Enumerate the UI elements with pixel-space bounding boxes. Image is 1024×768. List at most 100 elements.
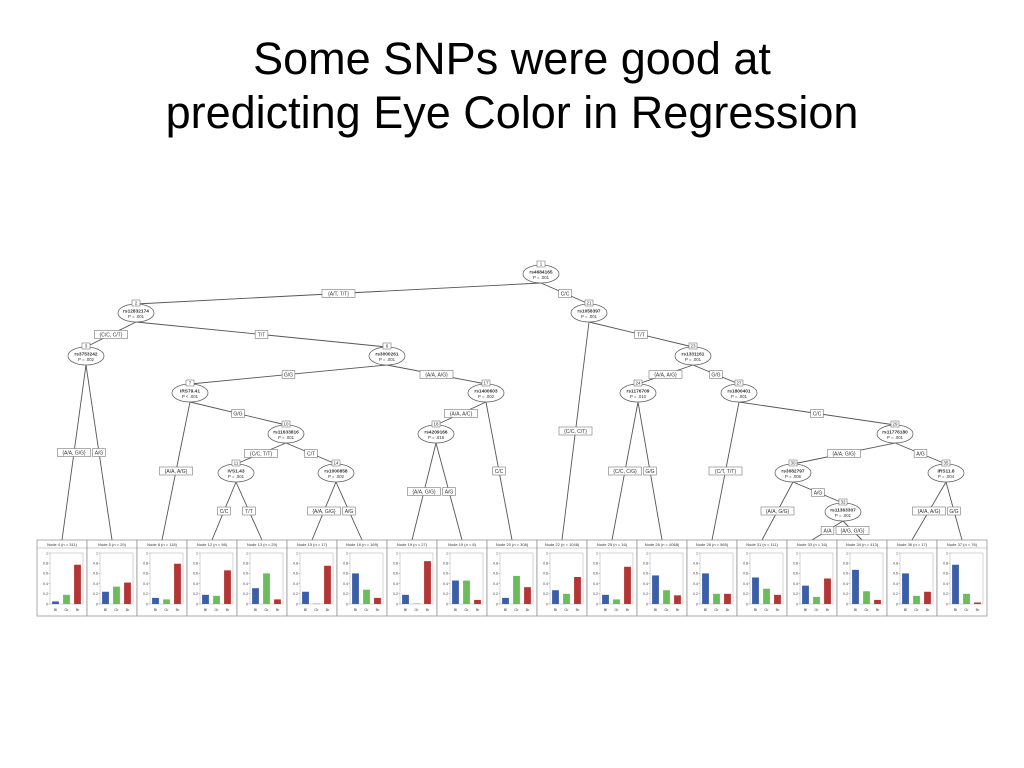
terminal-title: Node 5 (n = 29): [98, 542, 127, 547]
y-tick-label: 0.8: [643, 562, 648, 566]
node-variable-label: rs12832174: [123, 309, 149, 315]
bar-br: [174, 563, 181, 604]
node-variable-label: IVS1.43: [227, 469, 244, 475]
x-category-label: Bl: [604, 608, 608, 612]
edge-label: A/G: [345, 509, 354, 515]
y-tick-label: 0.4: [793, 582, 798, 586]
y-tick-label: 0.8: [143, 562, 148, 566]
terminal-title: Node 26 (n = 4068): [645, 542, 680, 547]
x-category-label: Gr: [814, 608, 819, 612]
y-tick-label: 0.6: [43, 572, 48, 576]
x-category-label: Br: [826, 608, 831, 612]
x-category-label: Gr: [864, 608, 869, 612]
y-tick-label: 1: [196, 551, 198, 555]
edge-label: C/T: [307, 452, 315, 458]
y-tick-label: 0.4: [743, 582, 748, 586]
x-category-label: Br: [876, 608, 881, 612]
y-tick-label: 0.2: [793, 592, 798, 596]
node-variable-label: rs4209166: [424, 430, 448, 436]
y-tick-label: 0.6: [143, 572, 148, 576]
y-tick-label: 0.2: [243, 592, 248, 596]
edge-label-box: [94, 330, 128, 339]
edge-label: {A/A, A/G}: [425, 373, 448, 379]
node-number-box: [536, 260, 546, 268]
edge-label-box: [307, 506, 341, 516]
y-tick-label: 0.8: [543, 562, 548, 566]
terminal-panel-frame: [736, 539, 788, 617]
y-tick-label: 1: [696, 551, 698, 555]
y-tick-label: 1: [946, 551, 948, 555]
y-tick-label: 0.4: [243, 582, 248, 586]
bar-gr: [763, 588, 770, 604]
y-tick-label: 0.8: [393, 562, 398, 566]
bar-bl: [202, 594, 209, 604]
x-category-label: Br: [226, 608, 231, 612]
edge-label-box: [648, 370, 683, 379]
y-tick-label: 0: [746, 602, 748, 606]
bar-bl: [252, 588, 259, 604]
x-category-label: Bl: [154, 608, 158, 612]
bar-br: [74, 564, 81, 604]
terminal-panel-frame: [336, 539, 388, 617]
bar-gr: [863, 591, 870, 604]
y-tick-label: 0.4: [443, 582, 448, 586]
node-variable-label: rs1000858: [324, 469, 348, 475]
bar-gr: [613, 599, 620, 604]
node-variable-label: rs1400603: [474, 389, 498, 395]
bar-br: [124, 582, 131, 604]
y-tick-label: 0: [696, 602, 698, 606]
node-number: 6: [386, 343, 389, 348]
y-tick-label: 1: [596, 551, 598, 555]
terminal-title: Node 15 (n = 17): [297, 542, 328, 547]
node-p-value: P = .001: [278, 435, 295, 440]
terminal-title: Node 31 (n = 111): [746, 542, 778, 547]
y-tick-label: 0.4: [143, 582, 148, 586]
edge-label-box: [634, 330, 648, 339]
x-category-label: Gr: [314, 608, 319, 612]
node-p-value: P = .002: [78, 357, 95, 362]
bar-br: [224, 570, 231, 604]
bar-bl: [702, 573, 709, 604]
node-number-box: [131, 299, 141, 307]
x-category-label: Bl: [654, 608, 658, 612]
y-tick-label: 0.6: [243, 572, 248, 576]
edge-label-box: [159, 466, 193, 476]
y-tick-label: 0.6: [943, 572, 948, 576]
edge-label: {A/A, G/G}: [766, 509, 790, 515]
x-category-label: Bl: [204, 608, 208, 612]
y-tick-label: 0.4: [643, 582, 648, 586]
node-number-box: [633, 379, 643, 387]
edge-label: {C/C, C/T}: [100, 333, 123, 339]
y-tick-label: 1: [446, 551, 448, 555]
bar-br: [374, 597, 381, 604]
bar-gr: [713, 593, 720, 604]
y-tick-label: 0: [96, 602, 98, 606]
bar-bl: [752, 577, 759, 604]
y-tick-label: 1: [246, 551, 248, 555]
bar-bl: [602, 594, 609, 604]
node-variable-label: IRS11.8: [937, 469, 954, 475]
terminal-panel-frame: [436, 539, 488, 617]
x-category-label: Gr: [914, 608, 919, 612]
terminal-title: Node 19 (n = 27): [397, 542, 428, 547]
node-variable-label: rs1800401: [727, 389, 751, 395]
bar-br: [874, 599, 881, 604]
x-category-label: Br: [176, 608, 181, 612]
x-category-label: Bl: [454, 608, 458, 612]
bar-gr: [163, 599, 170, 604]
terminal-title: Node 19 (n = 8): [448, 542, 477, 547]
x-category-label: Gr: [464, 608, 469, 612]
x-category-label: Bl: [854, 608, 858, 612]
edge-label-box: [708, 466, 743, 476]
edge-label-box: [444, 409, 478, 418]
y-tick-label: 0.4: [543, 582, 548, 586]
y-tick-label: 0.2: [743, 592, 748, 596]
node-number: 29: [892, 421, 898, 426]
node-variable-label: rs3000261: [375, 352, 399, 358]
terminal-panel-frame: [886, 539, 938, 617]
terminal-title: Node 34 (n = 413): [846, 542, 879, 547]
